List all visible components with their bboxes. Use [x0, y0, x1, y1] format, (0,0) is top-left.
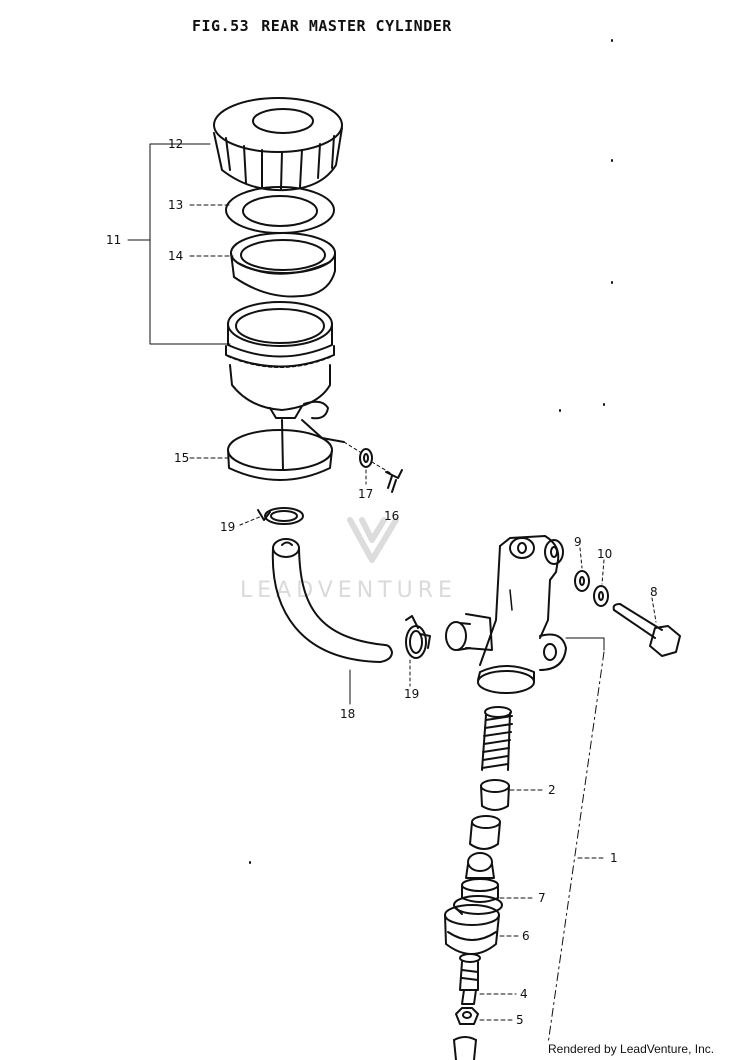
- part-piston: [461, 852, 499, 903]
- callout-6: 6: [522, 929, 530, 943]
- part-circlip: [453, 895, 503, 915]
- callout-14: 14: [168, 249, 183, 263]
- part-bolt-16: [385, 469, 403, 493]
- part-lock-nut: [455, 1007, 479, 1025]
- part-hose-clamp-lower: [405, 615, 431, 659]
- part-reservoir-tank: [225, 301, 335, 420]
- part-boot: [444, 904, 500, 963]
- callout-9: 9: [574, 535, 582, 549]
- part-washer-10: [593, 585, 609, 607]
- callout-13: 13: [168, 198, 183, 212]
- part-union-bolt: [612, 603, 681, 657]
- part-piston-cup: [469, 815, 501, 850]
- callout-1: 1: [610, 851, 618, 865]
- callout-4: 4: [520, 987, 528, 1001]
- figure-number: FIG.53: [192, 17, 250, 35]
- figure-title: FIG.53 REAR MASTER CYLINDER: [192, 17, 464, 35]
- callout-19-upper: 19: [220, 520, 235, 534]
- part-washer-17: [359, 448, 373, 468]
- callout-labels: 12 13 14 11 15 17 16 19 18 19 9 10 8 1 2…: [106, 137, 658, 1027]
- callout-10: 10: [597, 547, 612, 561]
- watermark-logo-icon: [347, 517, 399, 563]
- callout-12: 12: [168, 137, 183, 151]
- scan-specks: [249, 39, 613, 864]
- part-clevis: [453, 1036, 477, 1060]
- part-hose-clamp-upper: [257, 507, 304, 525]
- render-credit: Rendered by LeadVenture, Inc.: [546, 1042, 717, 1056]
- callout-17: 17: [358, 487, 373, 501]
- callout-16: 16: [384, 509, 399, 523]
- part-reservoir-hose: [271, 538, 393, 663]
- callout-11: 11: [106, 233, 121, 247]
- callout-2: 2: [548, 783, 556, 797]
- part-reservoir-cap: [213, 97, 343, 192]
- part-master-cylinder-body: [445, 535, 567, 694]
- callout-5: 5: [516, 1013, 524, 1027]
- part-return-spring: [480, 706, 513, 811]
- part-diaphragm-plate: [225, 186, 335, 234]
- figure-name: REAR MASTER CYLINDER: [261, 17, 452, 35]
- part-diaphragm: [230, 232, 336, 298]
- part-reservoir-band: [227, 419, 345, 481]
- callout-15: 15: [174, 451, 189, 465]
- callout-18: 18: [340, 707, 355, 721]
- callout-leaders: [127, 143, 657, 1045]
- part-washer-9: [574, 570, 590, 592]
- callout-19-lower: 19: [404, 687, 419, 701]
- callout-8: 8: [650, 585, 658, 599]
- callout-7: 7: [538, 891, 546, 905]
- part-push-rod: [459, 961, 479, 1005]
